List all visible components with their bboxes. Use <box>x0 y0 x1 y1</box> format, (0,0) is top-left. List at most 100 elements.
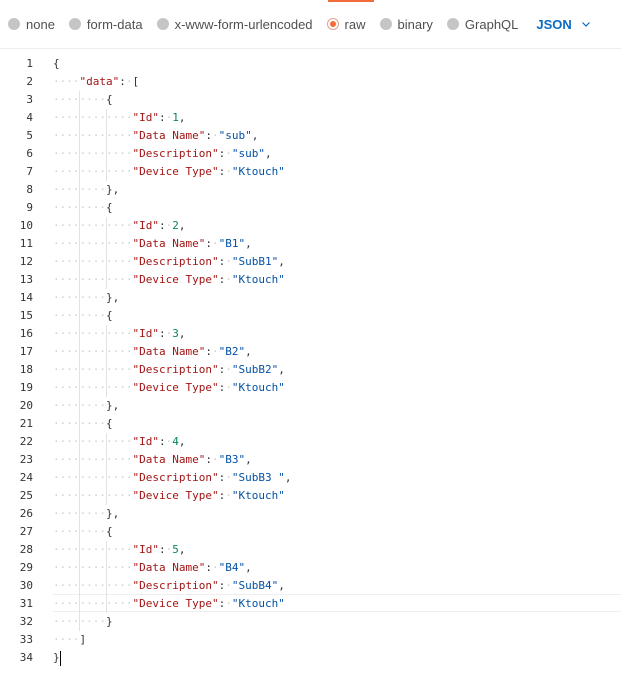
line-number: 27 <box>19 525 33 538</box>
code-line: ············"Device Type":·"Ktouch" <box>53 165 285 178</box>
line-number: 30 <box>19 579 33 592</box>
code-line: ············"Id":·2, <box>53 219 186 232</box>
line-number: 12 <box>19 255 33 268</box>
line-number: 23 <box>19 453 33 466</box>
radio-label: GraphQL <box>464 16 519 32</box>
code-line: ············"Description":·"SubB1", <box>53 255 285 268</box>
line-number: 6 <box>26 147 33 160</box>
line-number: 28 <box>19 543 33 556</box>
line-number: 29 <box>19 561 33 574</box>
code-line: ········}, <box>53 291 120 304</box>
code-line: ············"Device Type":·"Ktouch" <box>53 489 285 502</box>
radio-raw[interactable]: raw <box>326 6 366 42</box>
radio-circle-icon <box>68 18 81 30</box>
code-line: ············"Id":·5, <box>53 543 186 556</box>
code-line: ············"Id":·4, <box>53 435 186 448</box>
radio-circle-icon <box>8 18 20 30</box>
code-line: ············"Description":·"SubB2", <box>53 363 285 376</box>
indent-guide <box>106 217 107 289</box>
line-number: 5 <box>26 129 33 142</box>
line-number: 32 <box>19 615 33 628</box>
radio-form-data[interactable]: form-data <box>68 6 143 42</box>
line-number: 22 <box>19 435 33 448</box>
code-line: ············"Data Name":·"B4", <box>53 561 252 574</box>
code-line: ············"Description":·"sub", <box>53 147 272 160</box>
code-line: ········{ <box>53 201 113 214</box>
code-line: ····] <box>53 633 87 646</box>
code-line: ········}, <box>53 507 120 520</box>
radio-graphql[interactable]: GraphQL <box>446 6 519 42</box>
line-number: 17 <box>19 345 33 358</box>
code-line: ············"Device Type":·"Ktouch" <box>53 273 285 286</box>
code-line: ············"Device Type":·"Ktouch" <box>53 597 285 610</box>
indent-guide <box>106 325 107 397</box>
line-number: 7 <box>26 165 33 178</box>
line-number: 1 <box>26 57 33 70</box>
line-number: 19 <box>19 381 33 394</box>
code-line: ········}, <box>53 399 120 412</box>
line-number: 25 <box>19 489 33 502</box>
editor-top-border <box>0 48 621 49</box>
line-number: 18 <box>19 363 33 376</box>
line-number: 11 <box>19 237 33 250</box>
line-number: 34 <box>19 651 33 664</box>
radio-label: raw <box>344 16 366 32</box>
line-number: 10 <box>19 219 33 232</box>
code-line: ············"Data Name":·"B1", <box>53 237 252 250</box>
code-line: ········}, <box>53 183 120 196</box>
radio-binary[interactable]: binary <box>379 6 433 42</box>
code-line: ····"data":·[ <box>53 75 140 88</box>
line-number: 21 <box>19 417 33 430</box>
radio-label: x-www-form-urlencoded <box>174 16 313 32</box>
code-line: ············"Data Name":·"sub", <box>53 129 259 142</box>
code-line: ············"Data Name":·"B3", <box>53 453 252 466</box>
indent-guide <box>106 109 107 181</box>
radio-circle-icon <box>379 18 392 30</box>
radio-x-www-form-urlencoded[interactable]: x-www-form-urlencoded <box>156 6 313 42</box>
code-line: ············"Description":·"SubB4", <box>53 579 285 592</box>
code-line: ············"Id":·1, <box>53 111 186 124</box>
code-line: ············"Device Type":·"Ktouch" <box>53 381 285 394</box>
line-number: 24 <box>19 471 33 484</box>
code-line: ········{ <box>53 525 113 538</box>
radio-label: none <box>26 16 55 32</box>
body-type-selector: none form-data x-www-form-urlencoded raw… <box>0 6 621 42</box>
text-cursor <box>59 650 61 666</box>
line-number: 20 <box>19 399 33 412</box>
line-number: 16 <box>19 327 33 340</box>
code-line: { <box>53 57 60 70</box>
line-number: 33 <box>19 633 33 646</box>
line-number: 14 <box>19 291 33 304</box>
active-line-highlight <box>53 594 621 612</box>
code-line: } <box>53 650 61 666</box>
code-line: ············"Description":·"SubB3 ", <box>53 471 292 484</box>
radio-circle-icon <box>446 18 459 30</box>
line-number: 8 <box>26 183 33 196</box>
line-number: 9 <box>26 201 33 214</box>
code-line: ········{ <box>53 417 113 430</box>
line-number: 15 <box>19 309 33 322</box>
code-line: ········{ <box>53 93 113 106</box>
line-number: 13 <box>19 273 33 286</box>
code-line: ········} <box>53 615 113 628</box>
chevron-down-icon <box>581 20 590 28</box>
code-line: ········{ <box>53 309 113 322</box>
radio-label: form-data <box>86 16 143 32</box>
code-line: ············"Id":·3, <box>53 327 186 340</box>
language-dropdown[interactable]: JSON <box>536 16 590 32</box>
indent-guide <box>106 433 107 505</box>
line-number: 31 <box>19 597 33 610</box>
radio-none[interactable]: none <box>8 6 55 42</box>
line-number: 4 <box>26 111 33 124</box>
radio-label: binary <box>397 16 433 32</box>
code-line: ············"Data Name":·"B2", <box>53 345 252 358</box>
active-tab-indicator <box>328 0 374 2</box>
indent-guide <box>106 541 107 613</box>
radio-selected-icon <box>326 18 339 30</box>
language-label: JSON <box>536 16 572 32</box>
radio-circle-icon <box>156 18 169 30</box>
indent-guide <box>79 91 80 631</box>
line-number: 2 <box>26 75 33 88</box>
code-area[interactable]: { ····"data":·[ ········{ ············"Id":… <box>53 55 613 667</box>
